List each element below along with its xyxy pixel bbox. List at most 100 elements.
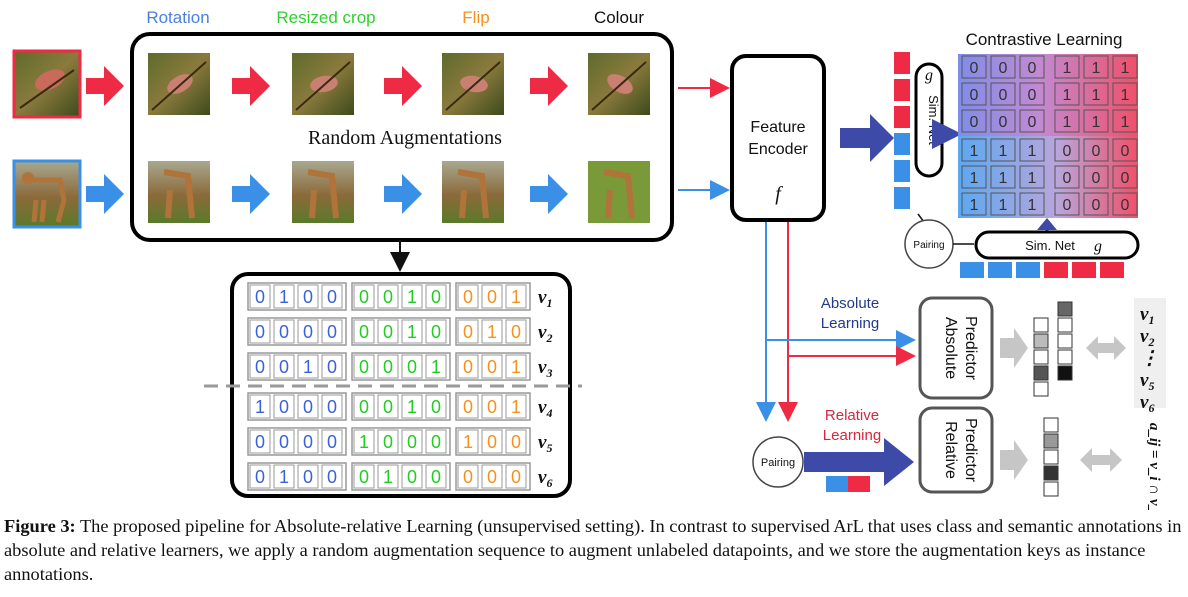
key-bit: 1	[407, 322, 417, 342]
key-bit: 0	[463, 322, 473, 342]
contrastive-pairing-label: Pairing	[913, 240, 944, 251]
absolute-predictor-line2: Predictor	[962, 316, 979, 381]
feature-encoder	[730, 54, 826, 222]
red-paired-cell	[1100, 262, 1124, 278]
matrix-cell-value: 1	[1092, 87, 1101, 104]
matrix-cell	[1083, 55, 1109, 79]
key-bit: 1	[255, 397, 265, 417]
key-bit: 0	[463, 287, 473, 307]
matrix-cell-value: 1	[999, 197, 1008, 214]
key-bit: 0	[463, 357, 473, 377]
matrix-cell	[1054, 192, 1080, 216]
matrix-cell	[1019, 82, 1045, 106]
absolute-predictor	[918, 296, 994, 400]
matrix-cell-value: 0	[970, 114, 979, 131]
matrix-cell-value: 1	[1028, 170, 1037, 187]
absolute-output-cell	[1033, 333, 1049, 349]
sim-net-horizontal	[974, 230, 1140, 260]
key-bit: 0	[303, 322, 313, 342]
relative-predictor	[918, 406, 994, 494]
matrix-cell	[961, 109, 987, 133]
matrix-bottom-half	[958, 136, 1138, 218]
matrix-cell-value: 0	[970, 87, 979, 104]
matrix-cell	[1054, 165, 1080, 189]
matrix-cell-value: 1	[1063, 60, 1072, 77]
absolute-predictor-line1: Absolute	[942, 317, 959, 379]
augmentation-step-arrows	[232, 66, 568, 214]
relative-output-arrow	[1000, 440, 1028, 480]
key-bit: 0	[463, 397, 473, 417]
contrastive-title: Contrastive Learning	[966, 30, 1123, 49]
key-bit: 1	[359, 432, 369, 452]
key-bit: 0	[431, 287, 441, 307]
key-bit: 0	[359, 467, 369, 487]
key-bit: 0	[303, 397, 313, 417]
absolute-targets-panel	[1134, 298, 1166, 408]
matrix-cell	[961, 165, 987, 189]
red-feature-cell	[894, 106, 910, 128]
key-bit: 1	[279, 467, 289, 487]
blue-step-arrow-1	[232, 174, 270, 214]
matrix-cell-value: 0	[1092, 170, 1101, 187]
matrix-cell-value: 1	[1121, 114, 1130, 131]
relative-compare-arrow	[1080, 448, 1122, 472]
key-bit: 0	[487, 357, 497, 377]
key-bit: 0	[279, 397, 289, 417]
matrix-cell-value: 0	[1121, 197, 1130, 214]
key-bit: 0	[383, 432, 393, 452]
dog-augmented-thumb-3	[442, 161, 504, 223]
matrix-cell	[1019, 109, 1045, 133]
key-bit: 0	[279, 432, 289, 452]
absolute-output-cell	[1033, 317, 1049, 333]
key-bit: 0	[359, 397, 369, 417]
matrix-cell-value: 1	[1063, 114, 1072, 131]
bird-augment-arrow	[86, 66, 124, 106]
matrix-cell-value: 0	[999, 60, 1008, 77]
caption-label: Figure 3:	[4, 516, 76, 536]
relative-learning-line1: Relative	[825, 407, 879, 424]
key-bit: 0	[327, 357, 337, 377]
matrix-cell	[990, 192, 1016, 216]
key-bit: 0	[487, 397, 497, 417]
matrix-cell-value: 0	[1092, 197, 1101, 214]
paired-feature-row	[960, 262, 1124, 278]
absolute-compare-arrow	[1086, 336, 1126, 360]
relative-pairing-node	[752, 436, 804, 488]
absolute-output-cell	[1033, 381, 1049, 397]
relative-predictor-line2: Predictor	[962, 418, 979, 483]
dog-augmented-thumb-1	[148, 161, 210, 223]
key-bit: 1	[431, 357, 441, 377]
absolute-output-cell	[1057, 349, 1073, 365]
relative-output-cell	[1043, 481, 1059, 497]
relative-learning-line2: Learning	[823, 427, 881, 444]
absolute-output-cell	[1057, 365, 1073, 381]
matrix-cell-value: 1	[1063, 87, 1072, 104]
augmentation-box-title: Random Augmentations	[308, 127, 502, 149]
key-bit: 0	[463, 467, 473, 487]
relative-predictor-line1: Relative	[942, 421, 959, 479]
matrix-cell-value: 1	[999, 143, 1008, 160]
red-step-arrow-3	[530, 66, 568, 106]
key-bit: 0	[327, 432, 337, 452]
key-bit: 0	[407, 432, 417, 452]
encoder-symbol: f	[775, 183, 783, 205]
matrix-cell-value: 1	[970, 143, 979, 160]
matrix-cell-value: 0	[1121, 170, 1130, 187]
sim-net-horizontal-label: Sim. Net	[1025, 238, 1075, 253]
dog-augment-arrow	[86, 174, 124, 214]
key-bit: 0	[255, 287, 265, 307]
key-bit: 0	[383, 322, 393, 342]
key-bit: 0	[327, 287, 337, 307]
blue-step-arrow-3	[530, 174, 568, 214]
key-bit: 1	[407, 287, 417, 307]
matrix-cell	[1112, 192, 1138, 216]
matrix-cell	[1112, 55, 1138, 79]
encoder-to-contrastive-arrow	[840, 114, 894, 162]
key-bit: 0	[279, 357, 289, 377]
